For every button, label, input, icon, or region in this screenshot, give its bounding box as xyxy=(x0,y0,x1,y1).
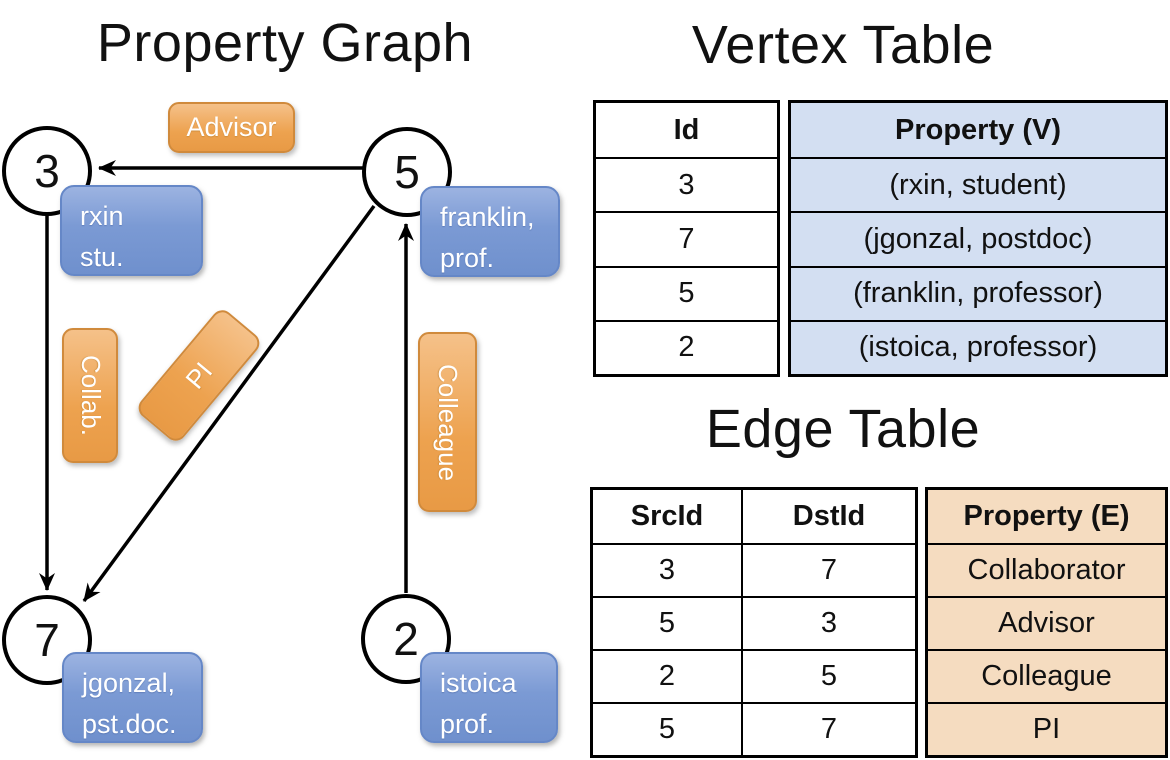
edge-table-dst-header: DstId xyxy=(741,490,915,543)
vertex-property-line: franklin, xyxy=(440,202,535,232)
table-cell: Colleague xyxy=(928,649,1165,702)
vertex-table-property-header: Property (V) xyxy=(895,113,1061,146)
table-cell: (rxin, student) xyxy=(791,157,1165,211)
table-cell: 7 xyxy=(596,211,777,265)
table-cell: 3 xyxy=(741,596,915,649)
table-cell: 5 xyxy=(593,702,741,755)
table-cell: (franklin, professor) xyxy=(791,265,1165,320)
vertex-table-id-header: Id xyxy=(673,113,700,146)
edge-table-property-column: Property (E) Collaborator Advisor Collea… xyxy=(925,487,1168,758)
node-id: 2 xyxy=(393,613,419,665)
edge-label-text: Advisor xyxy=(186,112,277,142)
table-cell: 2 xyxy=(593,649,741,702)
table-cell: 7 xyxy=(741,702,915,755)
vertex-property-line: istoica xyxy=(440,668,517,698)
table-cell: 3 xyxy=(596,157,777,211)
node-id: 5 xyxy=(394,146,420,198)
table-cell: 5 xyxy=(596,265,777,320)
edge-label-text: Collab. xyxy=(75,355,106,436)
vertex-property-box-5: franklin, prof. xyxy=(420,186,560,277)
vertex-property-box-2: istoica prof. xyxy=(420,652,558,743)
vertex-table-id-column: Id 3 7 5 2 xyxy=(593,100,780,377)
vertex-property-line: prof. xyxy=(440,708,495,739)
vertex-property-line: prof. xyxy=(440,242,495,273)
table-cell: (jgonzal, postdoc) xyxy=(791,211,1165,265)
edge-label-collab: Collab. xyxy=(62,328,118,463)
table-cell: (istoica, professor) xyxy=(791,319,1165,374)
property-graph-title: Property Graph xyxy=(96,13,474,73)
edge-label-text: PI xyxy=(179,356,219,395)
edge-table-id-columns: SrcId DstId 3 7 5 3 2 5 5 7 xyxy=(590,487,918,758)
vertex-table-property-column: Property (V) (rxin, student) (jgonzal, p… xyxy=(788,100,1168,377)
vertex-property-line: pst.doc. xyxy=(82,708,177,739)
edge-arrow-5-to-7 xyxy=(82,204,376,603)
table-cell: PI xyxy=(928,702,1165,755)
node-id: 3 xyxy=(34,145,60,197)
table-cell: 5 xyxy=(593,596,741,649)
edge-table-src-header: SrcId xyxy=(630,500,704,532)
table-cell: Collaborator xyxy=(928,543,1165,596)
edge-table-title: Edge Table xyxy=(705,399,981,459)
table-cell: 7 xyxy=(741,543,915,596)
edge-label-advisor: Advisor xyxy=(168,102,295,153)
vertex-property-box-7: jgonzal, pst.doc. xyxy=(62,652,203,743)
vertex-property-box-3: rxin stu. xyxy=(60,185,203,276)
edge-label-text: Colleague xyxy=(433,363,463,481)
graph-node-3: 3 xyxy=(2,126,92,216)
vertex-table-title: Vertex Table xyxy=(691,15,995,75)
table-cell: 5 xyxy=(741,649,915,702)
vertex-property-line: stu. xyxy=(80,241,124,272)
table-cell: Advisor xyxy=(928,596,1165,649)
edge-label-colleague: Colleague xyxy=(418,332,477,512)
vertex-property-line: jgonzal, xyxy=(82,668,176,698)
table-cell: 3 xyxy=(593,543,741,596)
edge-table-property-header: Property (E) xyxy=(963,500,1130,532)
table-cell: 2 xyxy=(596,319,777,374)
node-id: 7 xyxy=(34,614,60,666)
vertex-property-line: rxin xyxy=(80,201,124,231)
